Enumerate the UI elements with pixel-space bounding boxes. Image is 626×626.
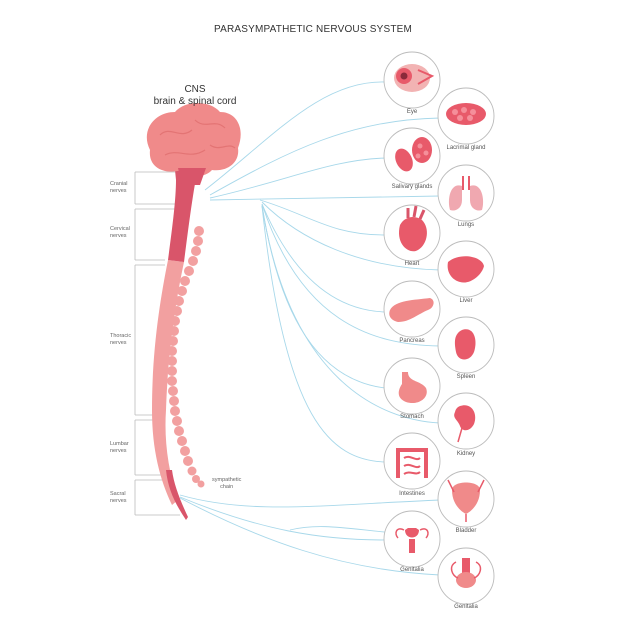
label-lacrimal-gland: Lacrimal gland [446,145,486,151]
organ-circle-lungs [437,164,495,222]
nerve-to-intestines [261,205,386,463]
label-heart: Heart [404,261,420,267]
region-sacral-line2: nerves [110,498,127,504]
label-liver: Liver [459,298,473,304]
salivary-glands-icon [395,137,432,172]
region-cervical-line2: nerves [110,233,127,239]
region-sacral: Sacral nerves [110,491,150,505]
label-genitalia-male: Genitalia [454,604,478,610]
nerve-to-lungs [209,195,441,201]
sympathetic-chain-label-line2: chain [220,484,234,490]
nerve-to-pancreas [261,203,386,313]
nerve-to-salivary [209,157,386,199]
region-cranial-line2: nerves [110,188,127,194]
pancreas-icon [389,298,434,322]
lungs-icon [448,176,484,211]
brainstem [178,168,206,185]
region-cranial-line1: Cranial [110,181,128,187]
nerve-to-genitalia-female [179,496,386,541]
spinal-cord [152,160,198,520]
sympathetic-chain-label-line1: sympathetic [212,477,242,483]
brain [146,103,241,185]
nerve-to-heart [259,199,386,236]
region-lumbar: Lumbar nerves [110,441,150,455]
region-lumbar-line2: nerves [110,448,127,454]
label-lungs: Lungs [457,222,475,228]
spinal-cord-dark [168,160,198,262]
heart-icon [399,205,427,252]
region-sacral-line1: Sacral [110,491,126,497]
region-thoracic: Thoracic nerves [110,333,150,347]
nerve-to-spleen [261,203,441,347]
kidney-icon [454,405,476,443]
cns-label-line1: CNS [184,84,206,95]
label-stomach: Stomach [400,414,424,420]
label-eye: Eye [406,109,418,115]
region-lumbar-line1: Lumbar [110,441,129,447]
label-pancreas: Pancreas [399,338,425,344]
label-salivary-glands: Salivary glands [391,184,433,190]
bracket-cranial [134,171,178,205]
stomach-icon [398,372,427,404]
spleen-icon [454,329,476,360]
bladder-icon [447,479,485,522]
nerve-to-bladder [179,494,441,508]
spinal-cord-tail [166,470,188,520]
lacrimal-gland-icon [446,103,486,125]
female-genitalia-icon [395,528,429,553]
cns-label-line2: brain & spinal cord [153,96,237,107]
sympathetic-chain-label: sympathetic chain [212,477,241,491]
brain-shape [146,103,241,176]
label-spleen: Spleen [456,374,476,380]
region-cervical-line1: Cervical [110,226,130,232]
nerve-to-eye [204,81,386,191]
region-thoracic-line2: nerves [110,340,127,346]
nerve-lines [179,81,441,576]
brain-folds [159,119,236,156]
region-cervical: Cervical nerves [110,226,150,240]
organ-icons [389,64,486,588]
nerve-to-lacrimal [209,117,441,196]
organ-circle-intestines [383,432,441,490]
organ-circles [383,51,495,605]
label-genitalia-female: Genitalia [400,567,424,573]
intestines-icon [396,448,428,478]
bracket-cervical [134,208,178,261]
region-brackets [134,171,180,516]
label-kidney: Kidney [456,451,476,457]
nerve-to-liver [261,201,441,271]
cns-label: CNS brain & spinal cord [130,84,260,108]
nerve-to-kidney [261,205,441,424]
label-bladder: Bladder [455,528,477,534]
male-genitalia-icon [450,558,482,588]
liver-icon [447,256,484,283]
label-intestines: Intestines [399,491,425,497]
spinal-cord-light [152,260,184,505]
diagram-title: PARASYMPATHETIC NERVOUS SYSTEM [213,24,413,35]
nerve-to-stomach [261,204,386,389]
organ-circle-salivary [383,127,441,185]
region-cranial: Cranial nerves [110,181,150,195]
region-thoracic-line1: Thoracic [110,333,132,339]
eye-icon [394,64,435,92]
nerve-to-genitalia-male [179,497,441,576]
